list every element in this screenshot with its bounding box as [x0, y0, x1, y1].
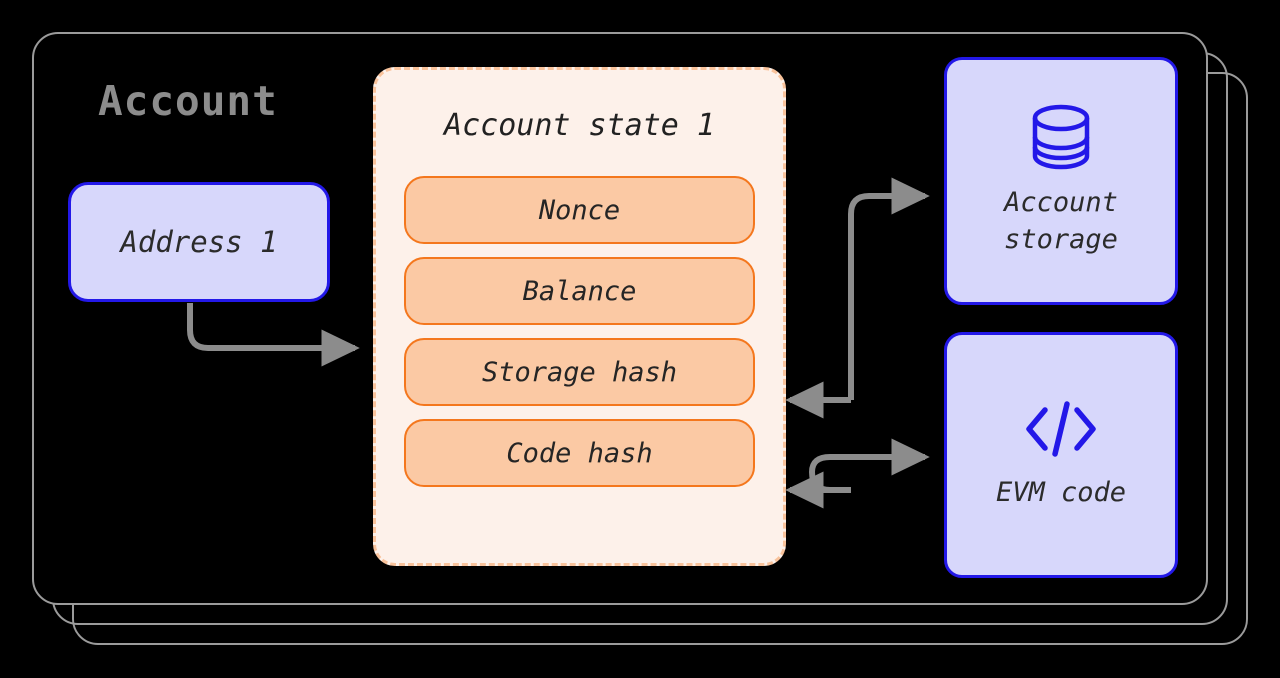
address-box[interactable]: Address 1: [68, 182, 330, 302]
evm-code-box[interactable]: EVM code: [944, 332, 1178, 578]
code-icon: [1021, 398, 1101, 460]
account-state-field-list: Nonce Balance Storage hash Code hash: [404, 176, 755, 487]
account-state-title: Account state 1: [444, 108, 715, 143]
field-nonce[interactable]: Nonce: [404, 176, 755, 244]
account-state-container: Account state 1 Nonce Balance Storage ha…: [373, 67, 786, 566]
address-label: Address 1: [120, 224, 278, 259]
account-storage-label: Account storage: [1004, 186, 1118, 255]
field-nonce-label: Nonce: [538, 194, 621, 226]
evm-code-label: EVM code: [995, 477, 1127, 509]
field-storage-hash[interactable]: Storage hash: [404, 338, 755, 406]
field-code-hash[interactable]: Code hash: [404, 419, 755, 487]
field-balance[interactable]: Balance: [404, 257, 755, 325]
field-balance-label: Balance: [522, 275, 637, 307]
account-storage-box[interactable]: Account storage: [944, 57, 1178, 305]
database-icon: [1030, 104, 1092, 170]
field-code-hash-label: Code hash: [506, 437, 653, 469]
field-storage-hash-label: Storage hash: [481, 356, 678, 388]
account-title: Account: [98, 77, 278, 125]
